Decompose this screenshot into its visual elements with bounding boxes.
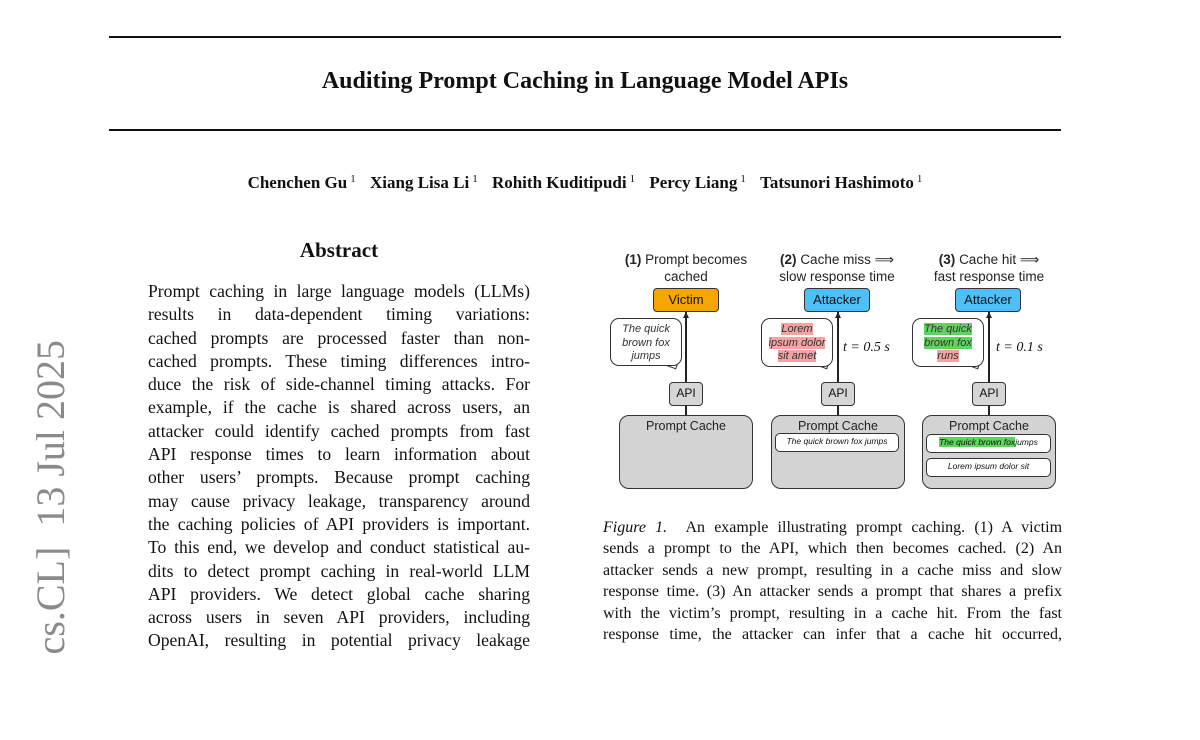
api-box: API bbox=[821, 382, 855, 406]
caption-line: response time, the attacker can infer th… bbox=[603, 625, 1062, 643]
abstract-line: Prompt caching in large language models … bbox=[148, 281, 530, 301]
caption-label: Figure 1. bbox=[603, 519, 668, 536]
panel-3-heading: (3) Cache hit ⟹fast response time bbox=[933, 252, 1045, 284]
bottom-rule bbox=[109, 129, 1061, 131]
caption-text: An example illustrating prompt caching. … bbox=[685, 519, 1063, 536]
arxiv-stamp: cs.CL] 13 Jul 2025 bbox=[28, 340, 73, 655]
arrowhead-icon bbox=[986, 312, 992, 318]
caption-line: attacker sends a new prompt, resulting i… bbox=[603, 561, 1062, 579]
arrowhead-icon bbox=[835, 312, 841, 318]
abstract-line: across users in seven API providers, inc… bbox=[148, 607, 530, 628]
caption-line: with the victim’s prompt, resulting in a… bbox=[603, 604, 1062, 622]
abstract-line: OpenAI, resulting in potential privacy l… bbox=[148, 630, 530, 651]
arrow-line bbox=[685, 312, 687, 382]
abstract-line: To this end, we develop and conduct stat… bbox=[148, 537, 530, 558]
victim-box: Victim bbox=[653, 288, 719, 312]
connector bbox=[988, 405, 990, 415]
abstract-line: results in data-dependent timing variati… bbox=[148, 304, 530, 325]
paper-title: Auditing Prompt Caching in Language Mode… bbox=[321, 68, 849, 94]
caption-line: sends a prompt to the API, which then be… bbox=[603, 540, 1062, 558]
cache-entry-hit: The quick brown foxjumps bbox=[926, 434, 1051, 453]
attacker-box: Attacker bbox=[804, 288, 870, 312]
abstract-heading: Abstract bbox=[299, 238, 379, 262]
response-time: t = 0.1 s bbox=[996, 340, 1043, 355]
prompt-cache-box: Prompt Cache bbox=[771, 415, 905, 489]
cache-entry: Lorem ipsum dolor sit bbox=[926, 458, 1051, 477]
abstract-line: the caching policies of API providers is… bbox=[148, 513, 530, 534]
cache-entry: The quick brown fox jumps bbox=[775, 433, 899, 452]
abstract-line: may cause privacy leakage, transparency … bbox=[148, 490, 530, 511]
arrowhead-icon bbox=[683, 312, 689, 318]
caption-line: Figure 1. An example illustrating prompt… bbox=[603, 517, 1062, 538]
panel-2-heading: (2) Cache miss ⟹slow response time bbox=[779, 252, 895, 284]
abstract-line: cached prompts. These timing differences… bbox=[148, 350, 530, 371]
response-time: t = 0.5 s bbox=[843, 340, 890, 355]
arrow-line bbox=[988, 312, 990, 382]
abstract-line: other users’ prompts. Because prompt cac… bbox=[148, 467, 530, 488]
abstract-line: API response times to learn information … bbox=[148, 444, 530, 465]
top-rule bbox=[109, 36, 1061, 38]
prompt-cache-box: Prompt Cache bbox=[619, 415, 753, 489]
api-box: API bbox=[669, 382, 703, 406]
abstract-line: attacker could identify cached prompts f… bbox=[148, 420, 530, 441]
caption-line: response time. (3) An attacker sends a p… bbox=[603, 583, 1062, 601]
abstract-body: Prompt caching in large language models … bbox=[148, 280, 530, 653]
abstract-line: dits to detect prompt caching in real-wo… bbox=[148, 560, 530, 581]
connector bbox=[685, 405, 687, 415]
attacker-box: Attacker bbox=[955, 288, 1021, 312]
abstract-line: API providers. We detect global cache sh… bbox=[148, 583, 530, 604]
connector bbox=[837, 405, 839, 415]
abstract-line: cached prompts are processed faster than… bbox=[148, 327, 530, 348]
arrow-line bbox=[837, 312, 839, 382]
abstract-line: duce the risk of side-channel timing att… bbox=[148, 374, 530, 395]
figure-caption: Figure 1. An example illustrating prompt… bbox=[603, 517, 1062, 645]
api-box: API bbox=[972, 382, 1006, 406]
abstract-line: example, if the cache is shared across u… bbox=[148, 397, 530, 418]
